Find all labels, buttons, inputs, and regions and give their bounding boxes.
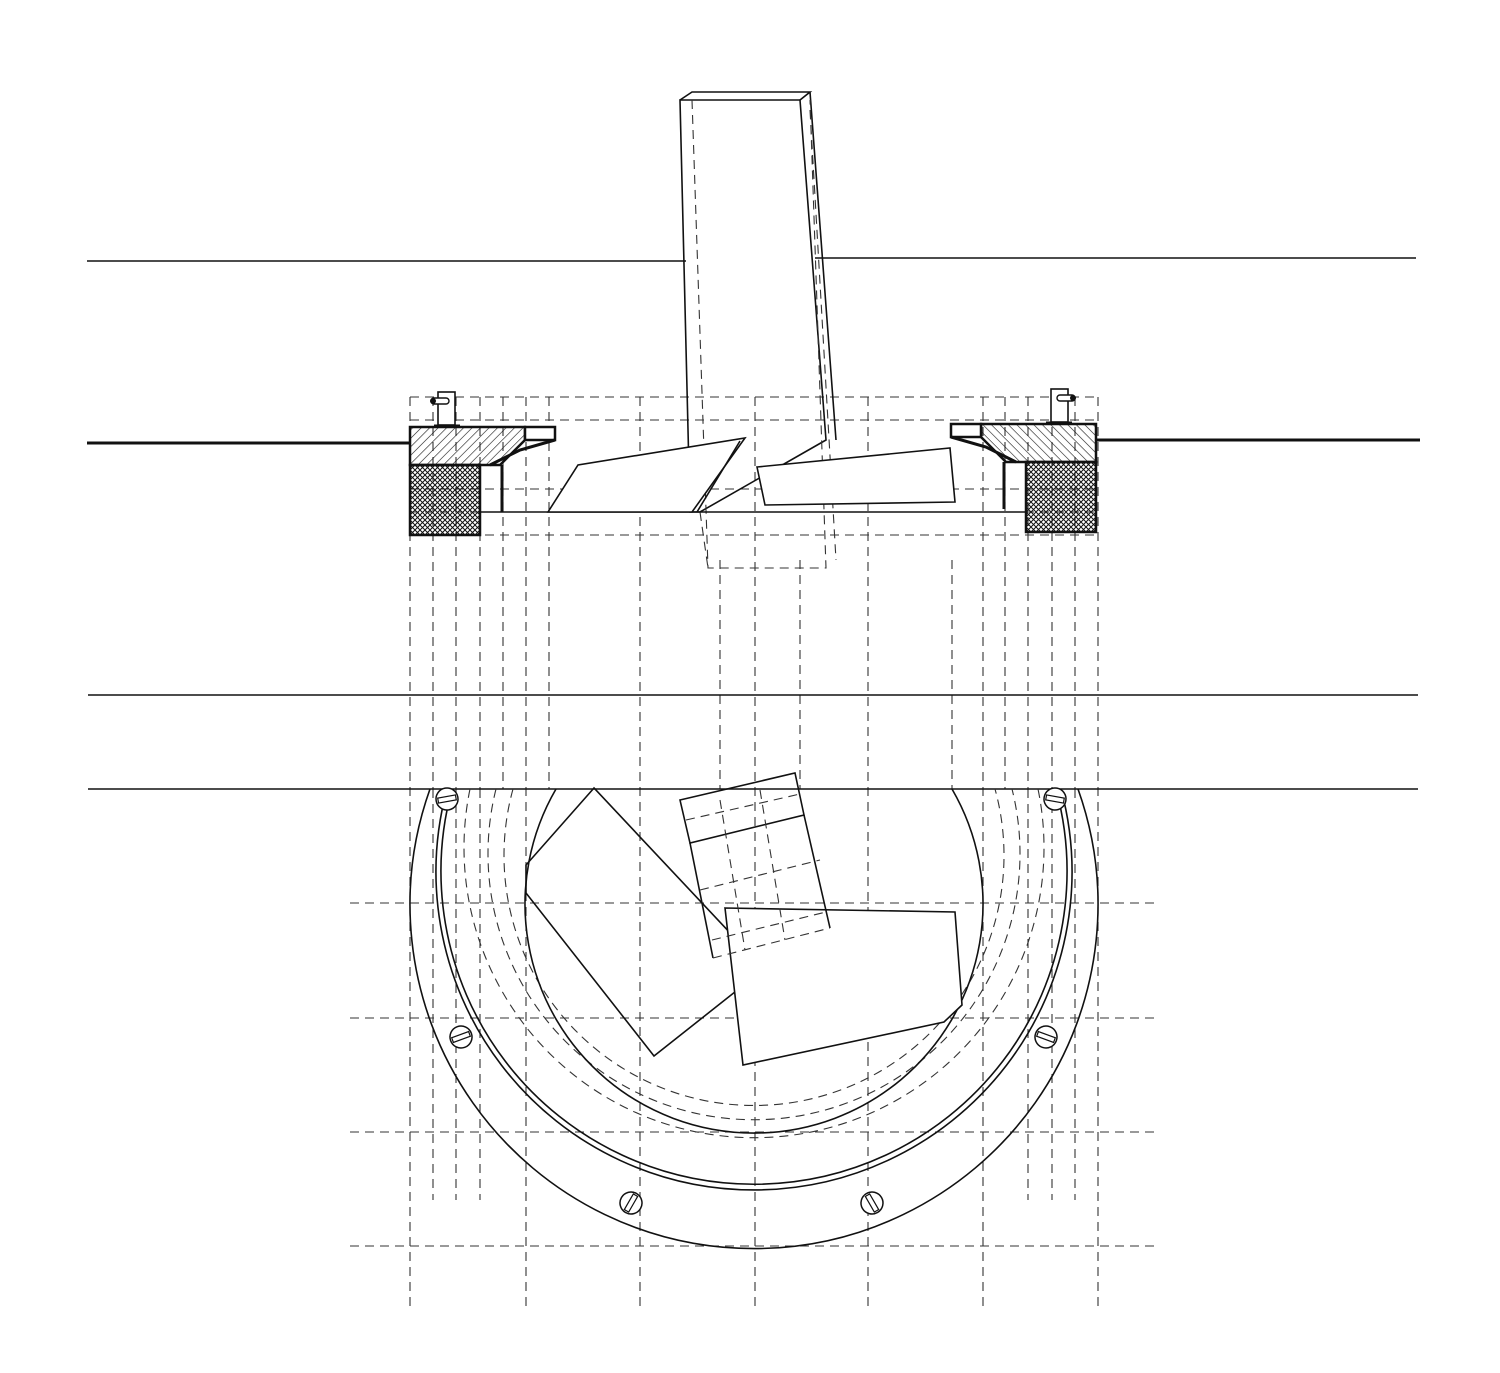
abutment-right	[949, 387, 1098, 534]
faucet-icon	[430, 391, 460, 428]
basin-plan	[409, 772, 1099, 1250]
reference-lines	[87, 257, 1420, 790]
basin-section	[480, 436, 1028, 513]
abutment-left	[408, 391, 557, 537]
tilted-block	[679, 772, 831, 959]
